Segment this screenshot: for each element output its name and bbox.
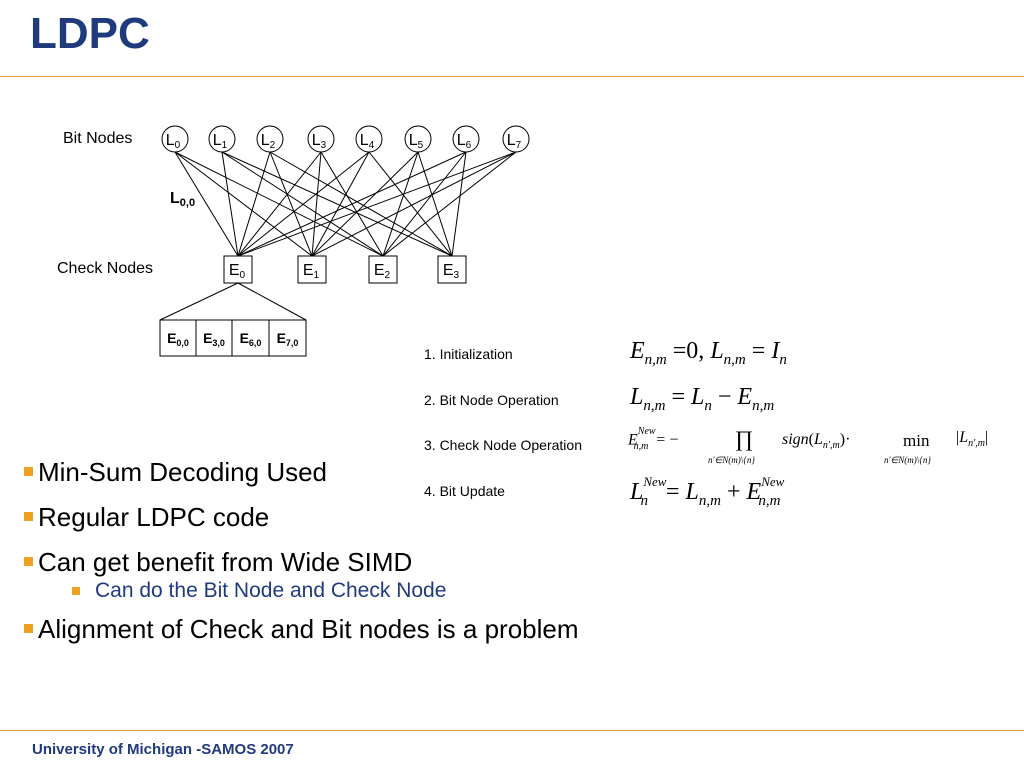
- graph-edge-12: [237, 151, 370, 257]
- equation-bit-update: LNewn = Ln,m + ENewn,m: [630, 474, 785, 509]
- bullet-min-sum: Min-Sum Decoding Used: [22, 450, 579, 495]
- footer-conference: -SAMOS 2007: [196, 741, 294, 758]
- bit-node-2: L2: [256, 125, 284, 153]
- graph-edge-20: [451, 151, 467, 257]
- graph-edge-19: [382, 151, 467, 257]
- check-node-2: E2: [368, 255, 398, 284]
- graph-edge-14: [368, 151, 453, 257]
- memory-connector-left: [159, 282, 239, 321]
- equation-initialization: En,m =0, Ln,m = In: [630, 338, 787, 368]
- check-nodes: E0 E1 E2 E3: [223, 255, 467, 284]
- memory-cell-2: E6,0: [231, 319, 270, 357]
- check-node-3: E3: [437, 255, 467, 284]
- memory-cell-1: E3,0: [195, 319, 233, 357]
- graph-edge-17: [417, 151, 453, 257]
- bit-node-7: L7: [502, 125, 530, 153]
- graph-edge-18: [237, 151, 467, 257]
- graph-edge-6: [237, 151, 271, 257]
- graph-edge-9: [237, 151, 322, 257]
- step-4: 4. Bit Update: [424, 483, 505, 499]
- bit-node-1: L1: [208, 125, 236, 153]
- sub-bullet-node-ops: Can do the Bit Node and Check Node: [22, 579, 579, 603]
- slide-title: LDPC: [30, 9, 150, 58]
- graph-edge-23: [382, 151, 517, 257]
- memory-connector-right: [237, 282, 307, 321]
- bullet-wide-simd: Can get benefit from Wide SIMD: [22, 540, 579, 585]
- bit-node-6: L6: [452, 125, 480, 153]
- graph-edge-8: [269, 151, 453, 257]
- bottom-divider: [0, 730, 1024, 731]
- step-3: 3. Check Node Operation: [424, 437, 582, 453]
- bullet-regular-ldpc: Regular LDPC code: [22, 495, 579, 540]
- bullet-list: Min-Sum Decoding Used Regular LDPC code …: [22, 450, 579, 652]
- check-nodes-label: Check Nodes: [57, 260, 153, 277]
- top-divider: [0, 76, 1024, 77]
- graph-edge-10: [311, 151, 322, 257]
- bit-node-4: L4: [355, 125, 383, 153]
- graph-edge-22: [311, 151, 517, 257]
- step-2: 2. Bit Node Operation: [424, 392, 559, 408]
- graph-edge-4: [221, 151, 384, 257]
- check-node-1: E1: [297, 255, 327, 284]
- footer-university: University of Michigan: [32, 741, 197, 758]
- equation-bit-node: Ln,m = Ln − En,m: [630, 384, 775, 414]
- bit-nodes-label: Bit Nodes: [63, 130, 132, 147]
- graph-edge-0: [174, 151, 239, 257]
- graph-edge-16: [382, 151, 419, 257]
- memory-cell-0: E0,0: [159, 319, 197, 357]
- graph-edge-13: [311, 151, 370, 257]
- graph-edge-21: [237, 151, 517, 257]
- graph-edge-15: [311, 151, 419, 257]
- check-node-0: E0: [223, 255, 253, 284]
- bit-node-3: L3: [307, 125, 335, 153]
- bit-node-5: L5: [404, 125, 432, 153]
- memory-cell-3: E7,0: [268, 319, 307, 357]
- graph-edges: [174, 151, 517, 257]
- edge-label: L0,0: [170, 190, 195, 209]
- graph-edge-5: [221, 151, 453, 257]
- graph-edge-1: [174, 151, 313, 257]
- graph-edge-3: [221, 151, 239, 257]
- bullet-alignment: Alignment of Check and Bit nodes is a pr…: [22, 607, 579, 652]
- step-1: 1. Initialization: [424, 346, 513, 362]
- bit-nodes: L0 L1 L2 L3 L4 L5 L6 L7: [161, 125, 530, 153]
- graph-edge-7: [269, 151, 313, 257]
- footer: University of Michigan -SAMOS 2007: [32, 741, 294, 758]
- bit-node-0: L0: [161, 125, 189, 153]
